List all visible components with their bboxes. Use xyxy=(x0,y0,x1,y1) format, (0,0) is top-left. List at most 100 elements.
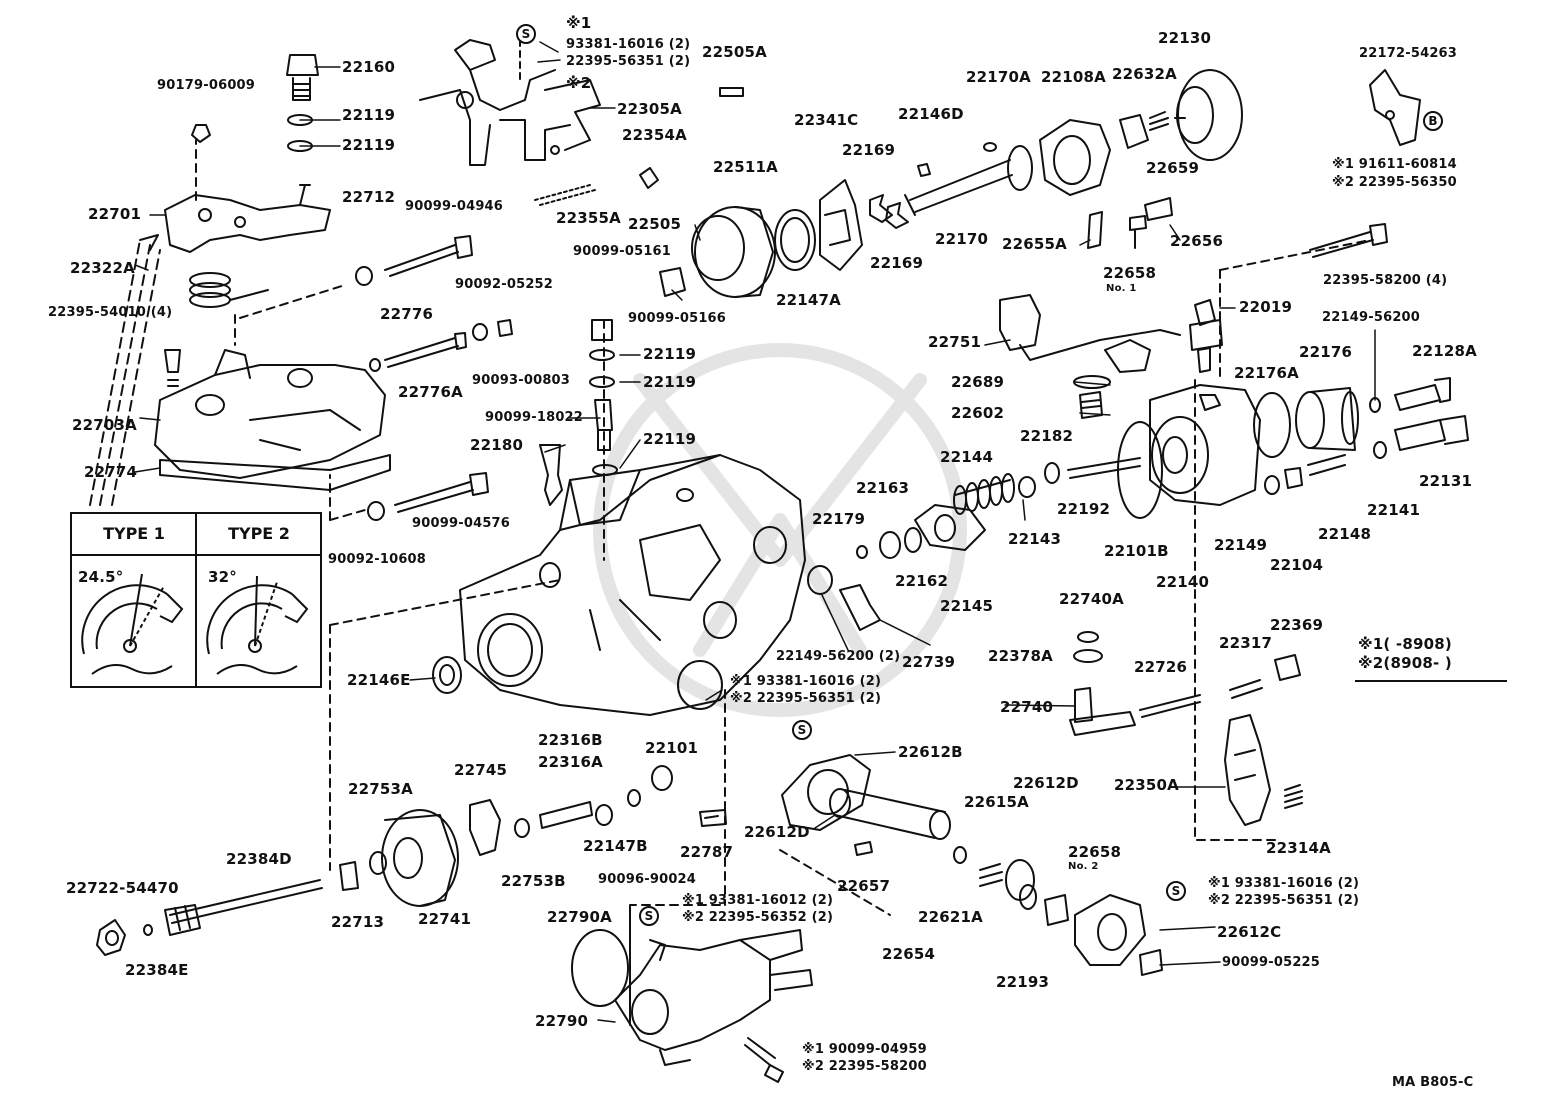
o-ring-22790A xyxy=(571,929,629,1007)
part-label: 22739 xyxy=(902,653,956,671)
part-label: 22162 xyxy=(895,572,949,590)
part-label: 22149 xyxy=(1214,536,1268,554)
part-label: ※2 22395-56351 (2) xyxy=(730,691,882,706)
link-22350A xyxy=(1224,714,1271,826)
type1-heading: TYPE 1 xyxy=(72,514,196,556)
bolt-22128A xyxy=(1394,377,1451,411)
lever-22740 xyxy=(1069,687,1136,736)
distributive-head-22140 xyxy=(1149,384,1261,506)
part-label: 22632A xyxy=(1112,65,1177,83)
part-label: 90099-05161 xyxy=(573,244,672,259)
part-label: 22740 xyxy=(1000,698,1054,716)
part-label: 22145 xyxy=(940,597,994,615)
gasket-22147A xyxy=(774,209,816,271)
part-label: 22384E xyxy=(125,961,189,979)
s-mark-1: S xyxy=(516,24,536,44)
pump-housing-22101 xyxy=(459,454,806,716)
part-label: 22119 xyxy=(643,345,697,363)
part-label: ※2 xyxy=(566,74,592,92)
part-label: 22790A xyxy=(547,908,612,926)
timer-cover-22612B xyxy=(781,754,871,831)
part-label: No. 2 xyxy=(1068,861,1099,872)
bolt-90099-04946 xyxy=(384,235,473,277)
part-label: 22341C xyxy=(794,111,859,129)
bolt-22160 xyxy=(286,54,319,101)
plunger-22192 xyxy=(1067,457,1141,479)
part-label: 22621A xyxy=(918,908,983,926)
s-mark-3: S xyxy=(1166,881,1186,901)
shaft-22384D xyxy=(164,879,323,936)
part-label: 22511A xyxy=(713,158,778,176)
s-mark-4: S xyxy=(639,906,659,926)
plate-22341C xyxy=(819,179,863,271)
spring-22144 xyxy=(953,473,1015,515)
part-label: 22395-56351 (2) xyxy=(566,54,691,69)
part-label: 22128A xyxy=(1412,342,1477,360)
part-label: 22776A xyxy=(398,383,463,401)
b-mark: B xyxy=(1423,111,1443,131)
part-label: 22656 xyxy=(1170,232,1224,250)
valve-22019 xyxy=(1189,299,1223,373)
part-label: 22741 xyxy=(418,910,472,928)
part-label: 22019 xyxy=(1239,298,1293,316)
part-label: 22395-58200 (4) xyxy=(1323,273,1448,288)
part-label: ※2 22395-56351 (2) xyxy=(1208,893,1360,908)
valve-22104 xyxy=(1284,467,1303,489)
type-panel: TYPE 1 TYPE 2 24.5° 32° xyxy=(70,512,322,688)
part-label: 22745 xyxy=(454,761,508,779)
part-label: 22119 xyxy=(643,373,697,391)
part-label: ※2 22395-56350 xyxy=(1332,175,1457,190)
part-label: 22612B xyxy=(898,743,963,761)
valve-22180 xyxy=(539,444,563,506)
pin-22658 xyxy=(1129,215,1147,249)
part-label: 22149-56200 (2) xyxy=(776,649,901,664)
cover-22703A xyxy=(154,349,386,479)
bracket-assembly xyxy=(419,39,601,166)
part-label: 90099-05166 xyxy=(628,311,727,326)
nut-22722 xyxy=(96,919,126,956)
part-label: ※1 93381-16012 (2) xyxy=(682,893,834,908)
legend-underline xyxy=(1355,680,1507,682)
part-label: 22722-54470 xyxy=(66,879,179,897)
part-label: 22119 xyxy=(342,106,396,124)
part-22656 xyxy=(1144,197,1173,221)
part-label: 22193 xyxy=(996,973,1050,991)
part-label: 22657 xyxy=(837,877,891,895)
blade-22169a xyxy=(869,194,893,223)
part-label: 22192 xyxy=(1057,500,1111,518)
legend-line-1: ※1( -8908) xyxy=(1358,635,1452,653)
part-label: 22317 xyxy=(1219,634,1273,652)
spring-22615A xyxy=(979,863,1003,887)
part-label: 22182 xyxy=(1020,427,1074,445)
part-label: 90092-05252 xyxy=(455,277,554,292)
part-label: 22176A xyxy=(1234,364,1299,382)
part-label: 22146E xyxy=(347,671,411,689)
part-label: 22787 xyxy=(680,843,734,861)
bolt-22776 xyxy=(384,332,467,368)
part-label: 22169 xyxy=(842,141,896,159)
gasket-22774 xyxy=(159,454,391,491)
s-mark-2: S xyxy=(792,720,812,740)
part-label: 22505 xyxy=(628,215,682,233)
nut-90099-05161 xyxy=(591,319,613,341)
part-label: 22101B xyxy=(1104,542,1169,560)
part-label: 22160 xyxy=(342,58,396,76)
part-label: 22316A xyxy=(538,753,603,771)
part-label: 22658 xyxy=(1068,843,1122,861)
adjusting-lever-assembly xyxy=(164,139,331,253)
part-label: 22753B xyxy=(501,872,566,890)
part-label: 22703A xyxy=(72,416,137,434)
connector-22751 xyxy=(999,294,1181,373)
fitting-22131 xyxy=(1394,415,1469,451)
bolt-bottom xyxy=(744,1037,776,1066)
part-label: 22305A xyxy=(617,100,682,118)
o-ring-22176A xyxy=(1253,392,1291,458)
part-label: 90099-04576 xyxy=(412,516,511,531)
part-label: 22384D xyxy=(226,850,292,868)
spring-22659 xyxy=(1149,111,1169,131)
part-label: 22119 xyxy=(342,136,396,154)
coupling-22745 xyxy=(469,799,501,856)
pin-22655A xyxy=(1087,211,1103,249)
part-label: ※1 93381-16016 (2) xyxy=(1208,876,1360,891)
